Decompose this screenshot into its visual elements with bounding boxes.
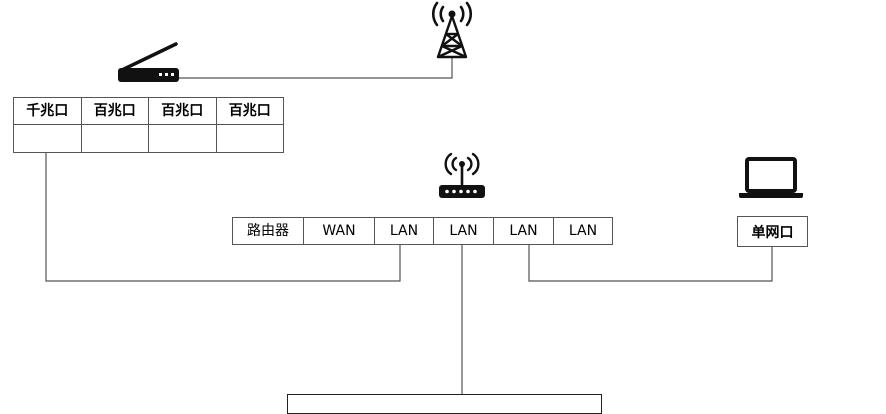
- connection-lines: [45, 58, 773, 394]
- router-label: 路由器: [232, 217, 304, 245]
- modem-port-fast-2: 百兆口: [148, 97, 217, 125]
- router-port-lan-4: LAN: [553, 217, 613, 245]
- modem-port-cell: [215, 124, 284, 153]
- modem-icon: [118, 42, 179, 82]
- gigabit-port-to-router-lan-line: [45, 152, 401, 282]
- antenna-tower-icon: [432, 1, 472, 59]
- bottom-device-box: [287, 394, 602, 414]
- router-port-lan-1: LAN: [374, 217, 434, 245]
- modem-port-fast-1: 百兆口: [80, 97, 149, 125]
- modem-port-cell: [80, 124, 149, 153]
- router-port-lan-2: LAN: [433, 217, 494, 245]
- router-port-table: 路由器 WAN LAN LAN LAN LAN: [232, 217, 613, 245]
- laptop-icon: [739, 157, 803, 198]
- wifi-router-icon: [439, 152, 485, 198]
- modem-port-cell: [148, 124, 217, 153]
- router-lan-to-laptop-line: [528, 245, 773, 282]
- modem-port-table: 千兆口 百兆口 百兆口 百兆口: [13, 97, 284, 153]
- laptop-port-label: 单网口: [737, 216, 808, 247]
- router-port-wan: WAN: [303, 217, 375, 245]
- modem-port-gigabit: 千兆口: [13, 97, 82, 125]
- modem-port-fast-3: 百兆口: [215, 97, 284, 125]
- modem-to-tower-line: [178, 58, 453, 79]
- router-port-lan-3: LAN: [493, 217, 554, 245]
- modem-port-cell: [13, 124, 82, 153]
